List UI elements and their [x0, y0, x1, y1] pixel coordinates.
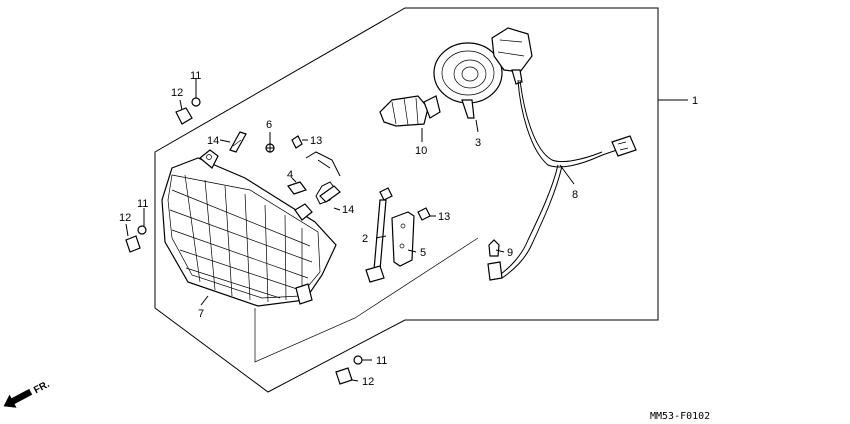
callout-11-left: 11 — [137, 198, 148, 210]
callout-1: 1 — [692, 95, 698, 107]
callout-7: 7 — [198, 308, 204, 320]
callout-14-lower: 14 — [342, 204, 354, 216]
callout-12-upper: 12 — [171, 87, 183, 99]
callout-12-bottom: 12 — [362, 376, 374, 388]
callout-12-left: 12 — [119, 212, 131, 224]
callout-4: 4 — [287, 169, 293, 181]
grommet-nut-left — [125, 225, 147, 253]
bracket-plate — [391, 211, 415, 267]
front-direction-arrow: FR. — [3, 379, 52, 408]
bracket-line-lower — [254, 237, 479, 363]
callout-5: 5 — [420, 247, 426, 259]
headlight-unit — [161, 149, 337, 307]
adjusting-screw — [365, 187, 393, 283]
wire-connector-cap — [491, 27, 533, 85]
callout-3: 3 — [475, 137, 481, 149]
assembly-outline — [154, 7, 659, 393]
clip-14-lower — [319, 185, 341, 203]
front-direction-label: FR. — [32, 379, 52, 396]
leader-lines — [125, 78, 688, 382]
callout-2: 2 — [362, 233, 368, 245]
grommet-nut-bottom — [335, 355, 363, 385]
callout-6: 6 — [266, 119, 272, 131]
screw-13-upper — [291, 135, 303, 149]
screw-13-lower — [417, 207, 431, 221]
callout-14-upper: 14 — [207, 135, 219, 147]
wire-harness — [497, 79, 637, 279]
socket-cover — [433, 42, 503, 119]
callout-10: 10 — [415, 145, 427, 157]
callout-13-lower: 13 — [438, 211, 450, 223]
clip-spring — [287, 151, 341, 205]
grommet-nut-upper — [175, 97, 201, 125]
callout-11-upper: 11 — [190, 70, 201, 82]
callout-11-bottom: 11 — [376, 355, 387, 367]
screw-6 — [265, 143, 275, 153]
position-bulb — [487, 239, 503, 281]
callout-13-upper: 13 — [310, 135, 322, 147]
drawing-code: MM53-F0102 — [650, 411, 710, 422]
clip-14-upper — [229, 131, 247, 153]
callout-9: 9 — [507, 247, 513, 259]
headlight-bulb — [379, 95, 441, 127]
callout-8: 8 — [572, 189, 578, 201]
